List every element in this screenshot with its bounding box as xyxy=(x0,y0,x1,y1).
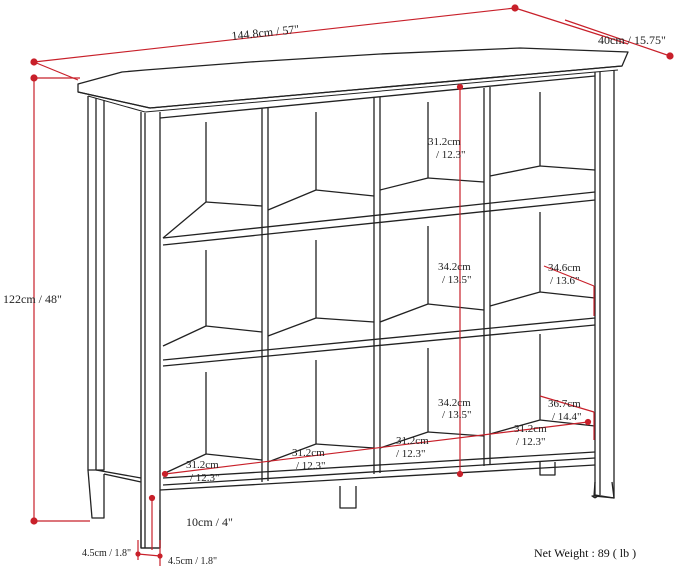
overall-height-label: 122cm / 48" xyxy=(3,292,62,306)
cube-depth-bottom-in: / 14.4" xyxy=(552,411,582,423)
bookcase-outline xyxy=(77,47,629,549)
overall-width-label: 144.8cm / 57" xyxy=(231,22,300,43)
cube-height-top-in: / 12.3" xyxy=(436,149,466,161)
leg-front-width-label: 4.5cm / 1.8" xyxy=(82,548,131,559)
net-weight-label: Net Weight : 89 ( lb ) xyxy=(534,546,637,560)
cube-height-mid-in: / 13.5" xyxy=(442,274,472,286)
cube-width-2-cm: 31.2cm xyxy=(292,447,325,459)
cube-width-2-in: / 12.3" xyxy=(296,460,326,472)
leg-side-width-label: 4.5cm / 1.8" xyxy=(168,556,217,567)
cube-height-bottom-cm: 34.2cm xyxy=(438,397,471,409)
cube-height-bottom-in: / 13.5" xyxy=(442,409,472,421)
cube-width-1-in: / 12.3" xyxy=(190,472,220,484)
cube-width-4-cm: 31.2cm xyxy=(514,423,547,435)
cube-width-3-cm: 31.2cm xyxy=(396,435,429,447)
leg-height-label: 10cm / 4" xyxy=(186,515,233,529)
cube-height-top-cm: 31.2cm xyxy=(428,136,461,148)
cube-depth-bottom-cm: 36.7cm xyxy=(548,398,581,410)
dimension-lines xyxy=(30,4,674,566)
cube-depth-mid-cm: 34.6cm xyxy=(548,262,581,274)
cube-height-mid-cm: 34.2cm xyxy=(438,261,471,273)
cube-width-4-in: / 12.3" xyxy=(516,436,546,448)
cube-depth-mid-in: / 13.6" xyxy=(550,275,580,287)
cube-width-3-in: / 12.3" xyxy=(396,448,426,460)
overall-depth-label: 40cm / 15.75" xyxy=(598,33,666,47)
cube-width-1-cm: 31.2cm xyxy=(186,459,219,471)
